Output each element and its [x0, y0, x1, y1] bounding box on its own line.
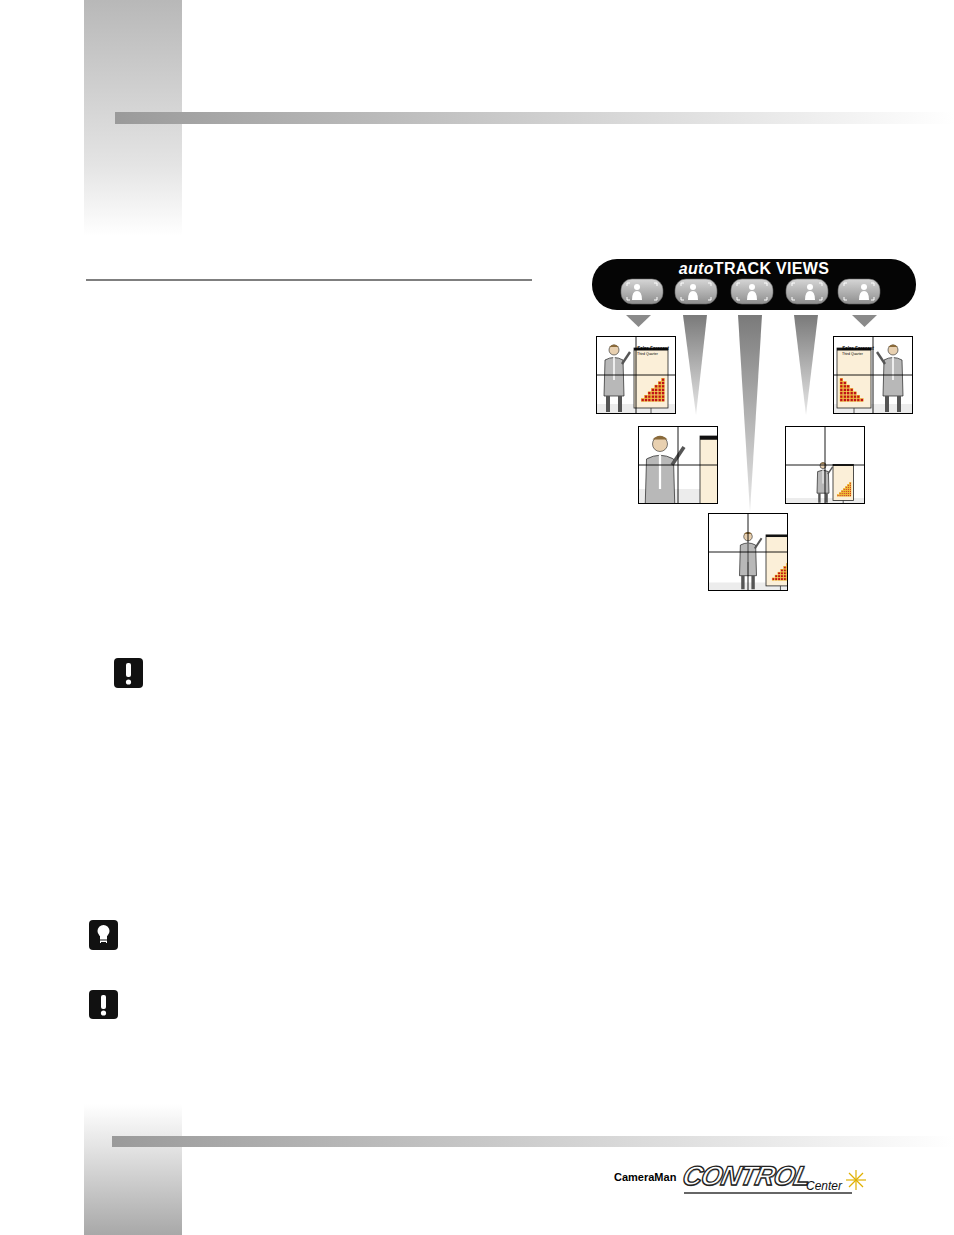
chart-subtitle: Third Quarter: [842, 353, 863, 357]
logo-text: CameraMan: [614, 1172, 676, 1183]
chart-title: Sales Forecast: [637, 347, 669, 352]
chart-subtitle: Third Quarter: [637, 353, 658, 357]
logo-text: Center: [806, 1180, 842, 1192]
banner-text: TRACK VIEWS: [714, 260, 829, 278]
banner-text: auto: [679, 260, 714, 278]
logo-wordmark: CONTROL: [680, 1163, 812, 1190]
banner-title: autoTRACK VIEWS: [600, 259, 908, 279]
chart-title: Sales Forecast: [842, 347, 874, 352]
